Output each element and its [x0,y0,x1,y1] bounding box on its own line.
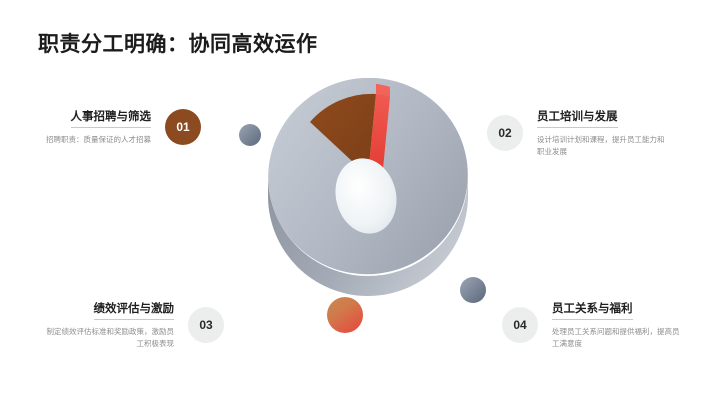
sphere-blue-1 [239,124,261,146]
donut-wedge-cap [376,84,390,97]
item-01-heading: 人事招聘与筛选 [70,108,151,128]
item-02-description: 设计培训计划和课程，提升员工能力和职业发展 [537,135,665,157]
donut-center-hole [335,158,397,234]
donut-wedge-side-b [368,94,390,179]
item-04-heading: 员工关系与福利 [552,300,633,320]
item-01-number-badge: 01 [165,109,201,146]
list-item-02[interactable]: 02 员工培训与发展 设计培训计划和课程，提升员工能力和职业发展 [487,108,665,159]
sphere-orange [327,297,363,333]
item-02-number-badge: 02 [487,115,523,152]
sphere-blue-2 [460,277,486,303]
donut-extrusion [268,176,468,296]
isometric-donut-chart [248,78,488,323]
item-03-text: 绩效评估与激励 制定绩效评估标准和奖励政策，激励员工积极表现 [46,300,174,351]
page-title: 职责分工明确：协同高效运作 [38,33,318,56]
item-02-text: 员工培训与发展 设计培训计划和课程，提升员工能力和职业发展 [537,108,665,159]
item-03-heading: 绩效评估与激励 [93,300,174,320]
list-item-04[interactable]: 04 员工关系与福利 处理员工关系问题和提供福利，提高员工满意度 [502,300,680,351]
item-04-description: 处理员工关系问题和提供福利，提高员工满意度 [552,327,680,349]
list-item-03[interactable]: 绩效评估与激励 制定绩效评估标准和奖励政策，激励员工积极表现 03 [46,300,224,351]
list-item-01[interactable]: 人事招聘与筛选 招聘职责：质量保证的人才招募 01 [46,108,201,146]
donut-wedge-top [310,93,376,176]
item-03-description: 制定绩效评估标准和奖励政策，激励员工积极表现 [46,327,175,349]
item-03-number-badge: 03 [188,307,224,344]
item-04-number-badge: 04 [502,307,538,344]
item-04-text: 员工关系与福利 处理员工关系问题和提供福利，提高员工满意度 [552,300,680,351]
item-01-text: 人事招聘与筛选 招聘职责：质量保证的人才招募 [46,108,151,146]
item-02-heading: 员工培训与发展 [537,108,618,128]
item-01-description: 招聘职责：质量保证的人才招募 [46,135,151,144]
